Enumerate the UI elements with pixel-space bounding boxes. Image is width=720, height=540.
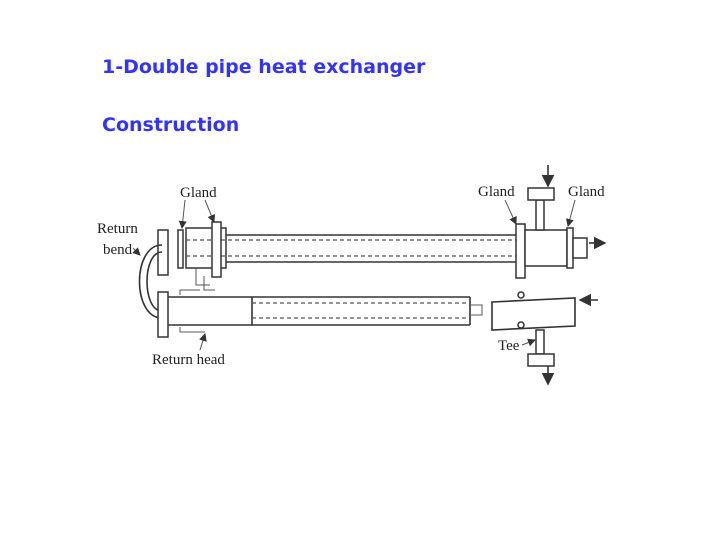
label-return-head: Return head — [152, 352, 225, 368]
upper-pipe — [157, 165, 607, 291]
label-return-bend-line2: bend — [103, 242, 133, 258]
return-bend — [138, 244, 163, 319]
label-gland-left: Gland — [180, 185, 217, 201]
slide-title: 1-Double pipe heat exchanger — [102, 56, 426, 78]
label-tee: Tee — [498, 338, 520, 354]
lower-pipe — [157, 289, 598, 386]
label-gland-right-1: Gland — [478, 184, 515, 200]
label-return-bend-line1: Return — [97, 221, 138, 237]
label-gland-right-2: Gland — [568, 184, 605, 200]
section-heading: Construction — [102, 114, 240, 136]
